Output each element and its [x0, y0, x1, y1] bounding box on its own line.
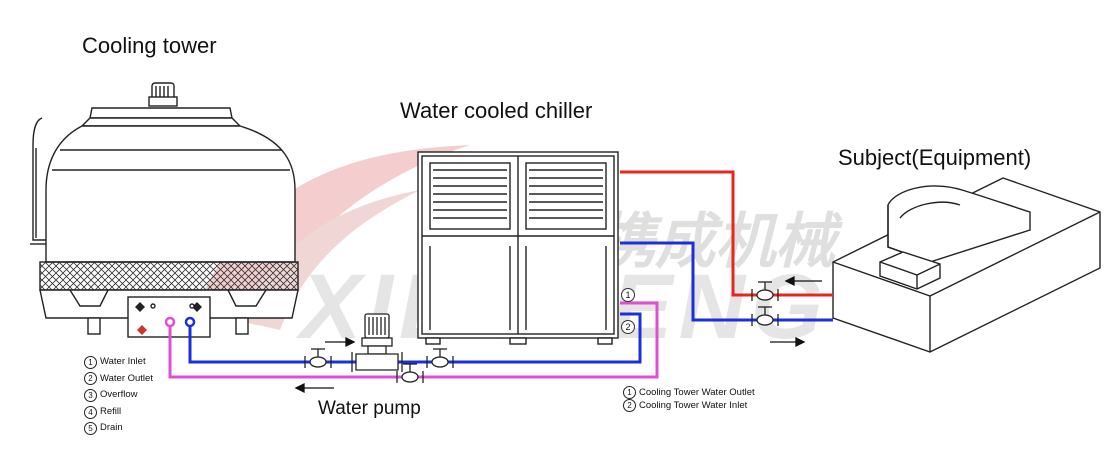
- legend-number: 3: [84, 388, 97, 402]
- legend-number: 4: [84, 405, 97, 419]
- legend-label: Water Outlet: [100, 372, 153, 384]
- cooling-tower: [30, 82, 299, 338]
- valve-pump-outlet: [426, 348, 454, 368]
- subject-title: Subject(Equipment): [838, 145, 1032, 170]
- pump-body: [355, 353, 399, 371]
- legend-number: 2: [84, 372, 97, 386]
- legend-label: Overflow: [100, 389, 138, 401]
- tower-fill-media: [39, 261, 299, 291]
- arrow-right: [795, 336, 806, 348]
- legend-number: 5: [84, 422, 97, 436]
- legend-label: Cooling Tower Water Inlet: [639, 400, 748, 411]
- tower-outlet-pipe: [188, 312, 642, 364]
- hot-pipe: [620, 170, 833, 297]
- water-pump: [351, 313, 403, 372]
- arrow-right-pump: [345, 336, 356, 348]
- tower-outlet-port: [184, 316, 196, 328]
- tower-inlet-port: [164, 316, 176, 328]
- legend-number: 1: [623, 386, 636, 399]
- chiller-louvres: [429, 162, 607, 230]
- cooling-tower-title: Cooling tower: [82, 33, 217, 58]
- chiller-port-callout: 1: [621, 288, 635, 302]
- chiller-unit: [417, 151, 619, 345]
- tower-shell: [45, 125, 296, 263]
- subject-equipment: [832, 177, 1101, 353]
- valve-hot: [751, 281, 779, 301]
- valves: [304, 281, 779, 383]
- chiller-title: Water cooled chiller: [400, 98, 593, 123]
- pump-title: Water pump: [318, 398, 421, 419]
- legend-label: Drain: [100, 422, 123, 434]
- legend-number: 2: [623, 399, 636, 412]
- tower-inlet-pipe: [168, 301, 659, 379]
- arrow-left: [784, 275, 795, 287]
- chiller-port-callout: 2: [621, 320, 635, 334]
- legend-label: Cooling Tower Water Outlet: [639, 387, 755, 398]
- arrow-left-bottom: [294, 382, 305, 394]
- flow-arrows: [294, 275, 822, 394]
- valve-tower-return: [396, 363, 424, 383]
- valve-pump-inlet: [304, 348, 332, 368]
- valve-cold: [751, 306, 779, 326]
- legend-label: Refill: [100, 405, 122, 417]
- tower-cap: [89, 107, 233, 119]
- tower-motor-base: [148, 96, 178, 107]
- legend-number: 1: [84, 355, 97, 369]
- tower-side-pipe: [32, 117, 46, 241]
- legend-label: Water Inlet: [100, 356, 146, 367]
